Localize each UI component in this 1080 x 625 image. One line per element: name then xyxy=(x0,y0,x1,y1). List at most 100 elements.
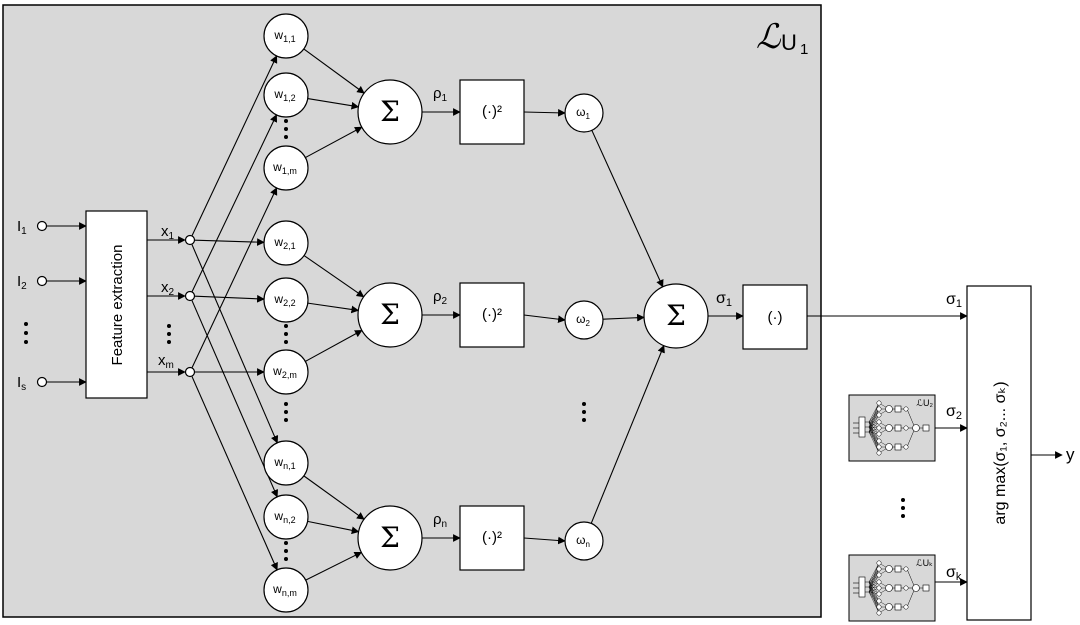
edge-weight-sum xyxy=(307,98,360,110)
omega-circle xyxy=(564,93,604,133)
edge-weight-sum xyxy=(305,551,363,581)
mini-omega xyxy=(903,566,909,572)
weight-dot xyxy=(284,135,288,139)
mini-sum xyxy=(885,443,893,451)
edge-square-omega xyxy=(523,536,566,545)
weight-circle xyxy=(263,220,309,266)
feature-junction-1 xyxy=(184,234,196,246)
sigma-input-labels: σ1 σ2 σk xyxy=(946,291,962,583)
thumbnail-label: ℒUₖ xyxy=(916,558,933,568)
mini-sum xyxy=(885,565,893,573)
mini-feature xyxy=(858,576,866,598)
weight-circle xyxy=(263,145,309,191)
mini-sum xyxy=(885,603,893,611)
input-2: I2 xyxy=(17,273,48,292)
mini-weight xyxy=(876,598,882,604)
mini-weight xyxy=(876,419,882,425)
mini-edge xyxy=(868,562,880,583)
square-box: (·)² xyxy=(459,505,525,571)
argmax-box: arg max(σ₁, σ₂... σₖ) xyxy=(966,285,1032,621)
mini-weight xyxy=(876,585,882,591)
thumbnail-dots xyxy=(901,498,905,518)
edge-omega-central xyxy=(602,313,645,322)
panel-label: ℒ U 1 xyxy=(756,17,808,58)
weight-node: wn,m xyxy=(263,567,309,613)
mini-weight xyxy=(876,412,882,418)
group-dot xyxy=(284,402,288,406)
mini-edge xyxy=(906,587,916,608)
thumbnails: ℒU₂ ℒUₖ xyxy=(848,394,936,622)
nodes: w1,1w1,2w1,mw2,1w2,2w2,mwn,1wn,2wn,mΣρ1(… xyxy=(184,13,709,613)
feature-xm: xm xyxy=(158,352,174,371)
mini-edge xyxy=(868,402,880,428)
svg-text:I2: I2 xyxy=(17,273,27,292)
square-rect xyxy=(459,282,525,348)
central-sum-node: Σ xyxy=(643,283,709,349)
sigma-input-1: σ1 xyxy=(946,291,962,310)
mini-edge xyxy=(868,414,880,433)
weight-node: w2,2 xyxy=(263,277,309,323)
weight-label: w1,m xyxy=(272,160,297,176)
omega-node: ωn xyxy=(564,521,604,561)
square-box: (·)² xyxy=(459,79,525,145)
square-label: (·)² xyxy=(482,306,502,323)
omega-dot xyxy=(582,410,586,414)
square-label: (·)² xyxy=(482,103,502,120)
svg-text:1: 1 xyxy=(800,41,808,58)
weight-node: w1,2 xyxy=(263,72,309,118)
mini-edge xyxy=(868,574,880,593)
edge-weight-sum xyxy=(305,126,363,159)
mini-weight xyxy=(876,579,882,585)
omega-label: ω2 xyxy=(576,312,590,328)
mini-weight xyxy=(876,610,882,616)
mini-weight xyxy=(876,591,882,597)
weight-node: w2,1 xyxy=(263,220,309,266)
sum-symbol: Σ xyxy=(380,521,400,554)
weight-dot xyxy=(284,340,288,344)
thumbnail-label: ℒU₂ xyxy=(917,398,934,408)
feature-x2: x2 xyxy=(161,279,175,298)
feature-extraction-box: Feature extraction xyxy=(85,210,148,399)
mini-sum xyxy=(885,405,893,413)
weight-circle xyxy=(263,349,309,395)
weight-label: wn,m xyxy=(272,582,297,598)
mini-edge xyxy=(868,408,880,433)
mini-square xyxy=(894,584,902,592)
group-dot xyxy=(284,410,288,414)
sum-node: Σ xyxy=(357,282,423,348)
omega-label: ω1 xyxy=(576,105,590,121)
sigma-input-k: σk xyxy=(946,564,962,583)
sum-symbol: Σ xyxy=(380,298,400,331)
square-label: (·)² xyxy=(482,529,502,546)
edge-feature-weight xyxy=(191,244,279,444)
mini-feature xyxy=(858,416,866,438)
mini-sqrt xyxy=(922,584,930,592)
omega-node: ω1 xyxy=(564,93,604,133)
inputs: I1 I2 Is xyxy=(17,218,48,393)
weight-node: w1,m xyxy=(263,145,309,191)
omega-dot xyxy=(582,418,586,422)
weight-dot xyxy=(284,332,288,336)
rho-label: ρ2 xyxy=(433,288,448,307)
weight-circle xyxy=(263,440,309,486)
mini-edge xyxy=(868,591,880,608)
weight-dot xyxy=(284,557,288,561)
edge-feature-weight xyxy=(191,187,278,368)
weight-label: w1,2 xyxy=(273,87,295,103)
sum-node: Σ xyxy=(357,79,423,145)
mini-omega xyxy=(903,425,909,431)
central-sum-circle xyxy=(643,283,709,349)
omega-circle xyxy=(564,300,604,340)
mini-omega xyxy=(903,406,909,412)
edge-weight-sum xyxy=(305,329,363,362)
svg-text:Feature extraction: Feature extraction xyxy=(109,245,126,366)
group-dot xyxy=(284,418,288,422)
sigma-1-label: σ1 xyxy=(716,290,732,309)
weight-label: w2,m xyxy=(272,364,297,380)
input-1: I1 xyxy=(17,218,48,237)
mini-sum xyxy=(885,424,893,432)
mini-edge xyxy=(906,427,916,448)
weight-label: w1,1 xyxy=(273,28,295,44)
edge-feature-weight xyxy=(191,55,278,236)
